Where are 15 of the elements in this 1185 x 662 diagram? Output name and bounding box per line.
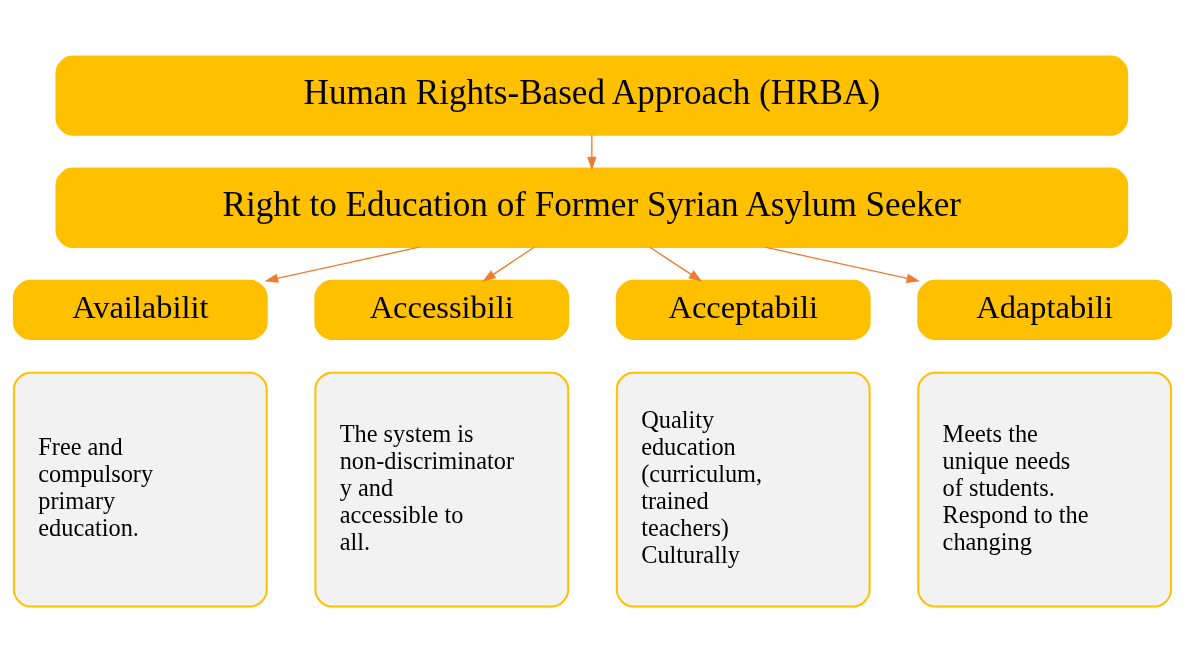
node-box: The system is non-discriminator y and accessible to all.	[314, 371, 570, 608]
node-box: Human Rights-Based Approach (HRBA)	[55, 54, 1129, 136]
arrow	[587, 134, 597, 170]
node-box: Availabilit	[12, 279, 268, 340]
node-box: Meets the unique needs of students. Respond to the changing	[917, 371, 1173, 608]
arrow	[482, 246, 535, 282]
arrow	[764, 245, 921, 283]
node-box: Adaptabili	[917, 279, 1173, 340]
arrow	[649, 246, 703, 282]
node-box: Acceptabili	[615, 279, 871, 340]
node-box: Quality education (curriculum, trained teachers) Culturally	[615, 371, 871, 608]
arrow	[264, 245, 420, 283]
node-box: Accessibili	[314, 279, 570, 340]
node-box: Free and compulsory primary education.	[12, 371, 268, 608]
node-box: Right to Education of Former Syrian Asylum Seeker	[55, 167, 1129, 248]
